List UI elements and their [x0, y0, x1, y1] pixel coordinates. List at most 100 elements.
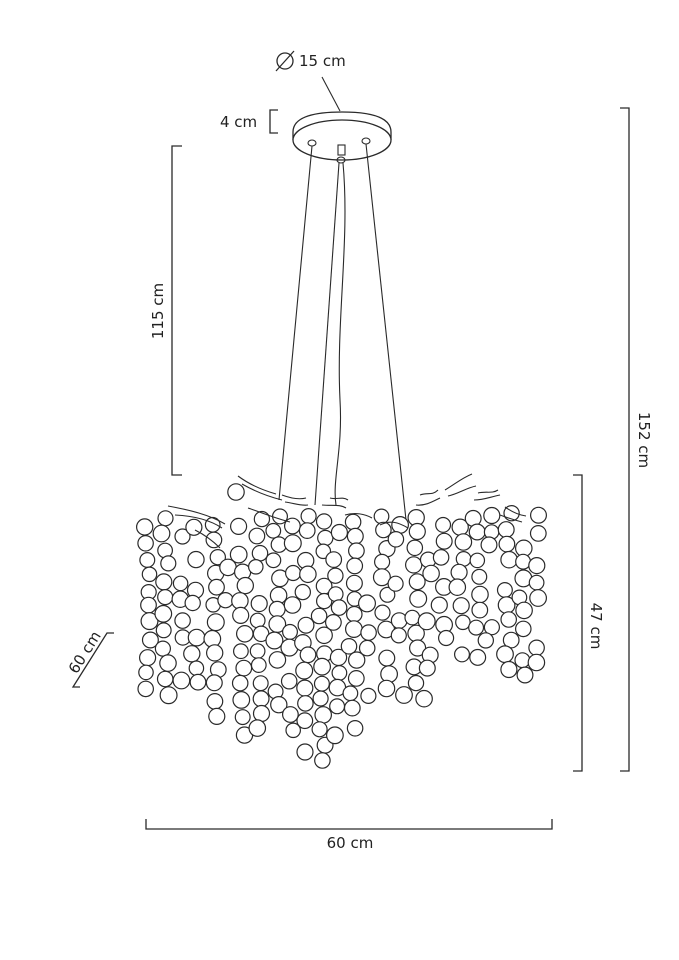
- width-dimension: 60 cm: [145, 819, 553, 852]
- crystal-ball: [496, 645, 514, 664]
- crystal-ball: [477, 632, 494, 649]
- crystal-ball: [374, 553, 391, 571]
- crystal-ball: [347, 670, 365, 687]
- crystal-ball: [387, 575, 404, 592]
- crystal-ball: [250, 657, 267, 673]
- crystal-ball: [249, 643, 266, 659]
- crystal-ball: [483, 619, 500, 636]
- crystal-ball: [160, 555, 177, 572]
- depth-label: 60 cm: [65, 628, 105, 677]
- crystal-ball: [315, 626, 333, 645]
- crystal-ball: [139, 551, 156, 568]
- crystal-ball: [294, 583, 311, 601]
- crystal-ball: [390, 612, 408, 629]
- crystal-ball: [469, 552, 486, 569]
- crystal-ball: [483, 506, 501, 525]
- crystal-ball: [317, 529, 334, 547]
- crystal-ball: [313, 657, 332, 676]
- crystal-ball: [528, 574, 545, 591]
- crystal-ball: [280, 672, 298, 690]
- crystal-ball: [346, 557, 364, 575]
- crystal-ball: [183, 645, 201, 663]
- crystal-ball: [314, 706, 332, 724]
- crystal-ball: [282, 623, 299, 640]
- crystal-ball: [205, 674, 223, 692]
- ceiling-canopy: [292, 111, 392, 164]
- crystal-ball: [516, 666, 534, 684]
- crystal-ball: [514, 652, 531, 669]
- crystal-ball: [205, 531, 223, 549]
- crystal-ball: [406, 539, 424, 557]
- crystal-ball: [157, 510, 174, 527]
- crystal-ball: [283, 534, 302, 553]
- diameter-symbol-icon: [275, 50, 295, 72]
- crystal-ball: [268, 600, 286, 618]
- body-height-label: 47 cm: [587, 603, 605, 650]
- crystal-ball: [282, 706, 299, 723]
- crystal-ball: [232, 691, 251, 709]
- crystal-ball: [422, 564, 440, 583]
- crystal-ball: [139, 649, 157, 667]
- crystal-ball: [360, 624, 377, 641]
- crystal-ball: [313, 675, 330, 692]
- crystal-ball: [135, 518, 154, 536]
- crystal-ball: [345, 574, 363, 592]
- crystal-ball: [299, 565, 317, 584]
- crystal-ball: [358, 639, 376, 657]
- crystal-ball: [315, 513, 333, 530]
- depth-dimension: 60 cm: [65, 628, 114, 688]
- crystal-ball: [156, 670, 174, 688]
- crystal-ball: [454, 533, 473, 551]
- crystal-ball: [285, 564, 302, 582]
- crystal-ball: [235, 659, 253, 677]
- suspension-cables: [278, 143, 407, 521]
- crystal-ball: [159, 686, 178, 705]
- crystal-ball: [284, 517, 301, 535]
- crystal-ball: [435, 516, 452, 533]
- crystal-ball: [209, 549, 226, 566]
- crystal-ball: [395, 686, 413, 704]
- crystal-ball: [418, 659, 436, 677]
- crystal-ball: [141, 566, 158, 583]
- crystal-ball: [455, 614, 471, 631]
- crystal-ball: [311, 721, 328, 738]
- crystal-ball: [342, 685, 359, 702]
- crystal-ball: [249, 612, 266, 629]
- crystal-ball: [265, 552, 282, 569]
- crystal-ball: [297, 616, 315, 634]
- crystal-ball: [452, 597, 470, 615]
- canopy-height-label: 4 cm: [220, 113, 257, 131]
- crystal-ball: [346, 719, 364, 737]
- crystal-ball: [174, 612, 191, 629]
- crystal-ball: [250, 594, 268, 613]
- crystal-ball: [265, 522, 282, 539]
- crystal-ball: [500, 660, 518, 679]
- crystal-ball: [378, 649, 396, 667]
- body-height-dimension: 47 cm: [573, 474, 605, 772]
- crystal-ball: [296, 743, 314, 761]
- crystal-ball: [405, 556, 423, 574]
- crystal-ball: [496, 581, 513, 598]
- crystal-ball: [528, 556, 546, 575]
- crystal-ball: [329, 698, 346, 715]
- crystal-ball: [325, 614, 342, 631]
- crystal-ball: [208, 707, 226, 726]
- crystal-ball: [348, 542, 365, 560]
- crystal-ball-cluster: [135, 483, 547, 769]
- crystal-ball: [407, 674, 425, 692]
- crystal-ball: [372, 568, 391, 587]
- crystal-ball: [346, 527, 364, 545]
- crystal-ball: [298, 522, 316, 539]
- crystal-ball: [468, 523, 486, 541]
- crystal-ball: [345, 620, 363, 638]
- crystal-ball: [391, 516, 410, 534]
- crystal-ball: [300, 507, 317, 525]
- crystal-ball: [377, 679, 396, 698]
- crystal-ball: [252, 690, 270, 708]
- crystal-ball: [417, 612, 436, 631]
- crystal-ball: [454, 646, 471, 663]
- crystal-ball: [208, 578, 225, 596]
- crystal-ball: [227, 483, 245, 501]
- suspension-length-dimension: 115 cm: [149, 145, 182, 476]
